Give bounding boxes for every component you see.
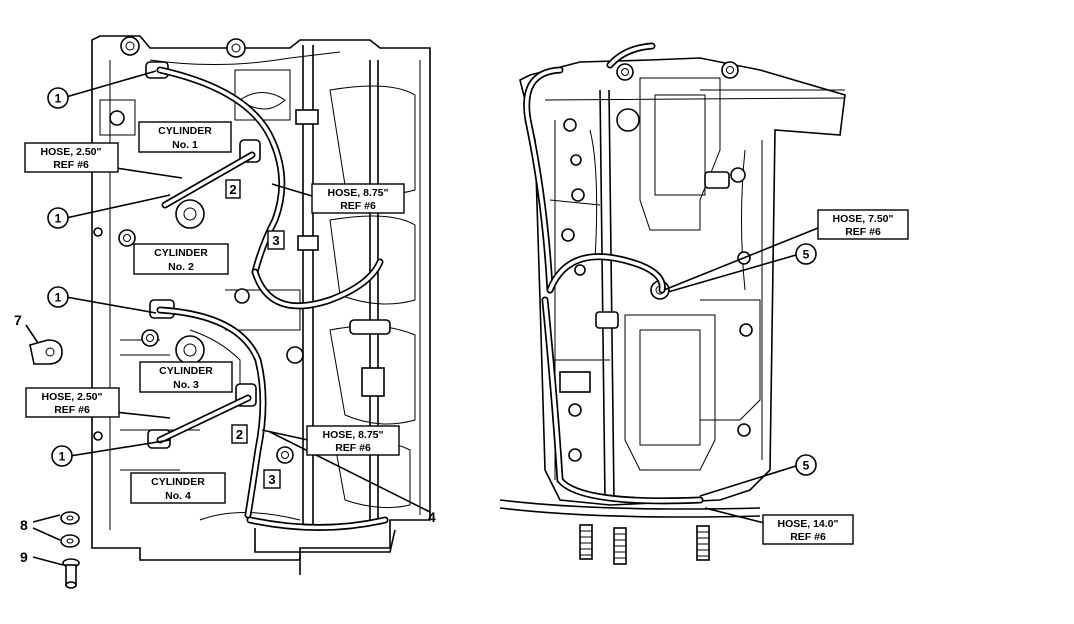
cylinder-2-label: CYLINDER No. 2: [133, 243, 229, 275]
svg-text:3: 3: [272, 233, 279, 248]
hose-label-7-50: HOSE, 7.50" REF #6: [817, 209, 909, 240]
svg-text:CYLINDER: CYLINDER: [154, 247, 208, 259]
callout-3-lower: 3: [263, 469, 281, 489]
svg-text:CYLINDER: CYLINDER: [158, 125, 212, 137]
right-engine-block: [499, 42, 846, 565]
callout-9: 9: [20, 549, 28, 565]
hose-label-8-75-lower: HOSE, 8.75" REF #6: [306, 425, 400, 456]
svg-text:HOSE, 8.75": HOSE, 8.75": [327, 187, 388, 199]
svg-text:1: 1: [55, 291, 62, 305]
svg-text:HOSE, 7.50": HOSE, 7.50": [832, 213, 893, 225]
leader-lines: [25, 70, 819, 566]
callout-1-c: 1: [47, 286, 69, 308]
screw-part-9: [62, 558, 80, 589]
svg-text:REF #6: REF #6: [335, 442, 371, 454]
stud-left: [579, 524, 593, 560]
svg-text:No. 2: No. 2: [168, 261, 194, 273]
svg-text:1: 1: [59, 450, 66, 464]
callout-2-lower: 2: [231, 424, 248, 444]
svg-text:HOSE, 2.50": HOSE, 2.50": [41, 391, 102, 403]
svg-text:HOSE, 2.50": HOSE, 2.50": [40, 146, 101, 158]
svg-text:No. 4: No. 4: [165, 490, 191, 502]
hose-label-2-50-lower: HOSE, 2.50" REF #6: [25, 387, 120, 418]
callout-8: 8: [20, 517, 28, 533]
stud-right: [696, 525, 710, 561]
callout-1-a: 1: [47, 87, 69, 109]
clamp-part-7: [29, 339, 63, 365]
callout-5-lower: 5: [795, 454, 817, 476]
svg-text:REF #6: REF #6: [845, 226, 881, 238]
svg-text:2: 2: [236, 427, 243, 442]
callout-4: 4: [428, 509, 436, 525]
cylinder-3-label: CYLINDER No. 3: [139, 361, 233, 393]
hose-label-2-50-upper: HOSE, 2.50" REF #6: [24, 142, 119, 173]
callout-3-upper: 3: [267, 230, 285, 250]
svg-text:HOSE, 8.75": HOSE, 8.75": [322, 429, 383, 441]
svg-text:3: 3: [268, 472, 275, 487]
svg-text:1: 1: [55, 92, 62, 106]
hose-label-8-75-upper: HOSE, 8.75" REF #6: [311, 183, 405, 214]
svg-text:2: 2: [229, 182, 236, 197]
hose-label-14-0: HOSE, 14.0" REF #6: [762, 514, 854, 545]
svg-text:CYLINDER: CYLINDER: [159, 365, 213, 377]
svg-text:HOSE, 14.0": HOSE, 14.0": [777, 518, 838, 530]
callout-7: 7: [14, 312, 22, 328]
svg-text:No. 3: No. 3: [173, 379, 199, 391]
svg-text:CYLINDER: CYLINDER: [151, 476, 205, 488]
callout-1-d: 1: [51, 445, 73, 467]
stud-middle: [613, 527, 627, 565]
svg-text:REF #6: REF #6: [54, 404, 90, 416]
svg-text:REF #6: REF #6: [340, 200, 376, 212]
cylinder-1-label: CYLINDER No. 1: [138, 121, 232, 153]
svg-text:REF #6: REF #6: [790, 531, 826, 543]
svg-text:No. 1: No. 1: [172, 139, 198, 151]
svg-text:5: 5: [803, 248, 810, 262]
cylinder-4-label: CYLINDER No. 4: [130, 472, 226, 504]
callout-1-b: 1: [47, 207, 69, 229]
washers-part-8: [60, 511, 80, 548]
svg-text:1: 1: [55, 212, 62, 226]
callout-5-upper: 5: [795, 243, 817, 265]
svg-text:REF #6: REF #6: [53, 159, 89, 171]
callout-2-upper: 2: [225, 179, 241, 199]
svg-text:5: 5: [803, 459, 810, 473]
